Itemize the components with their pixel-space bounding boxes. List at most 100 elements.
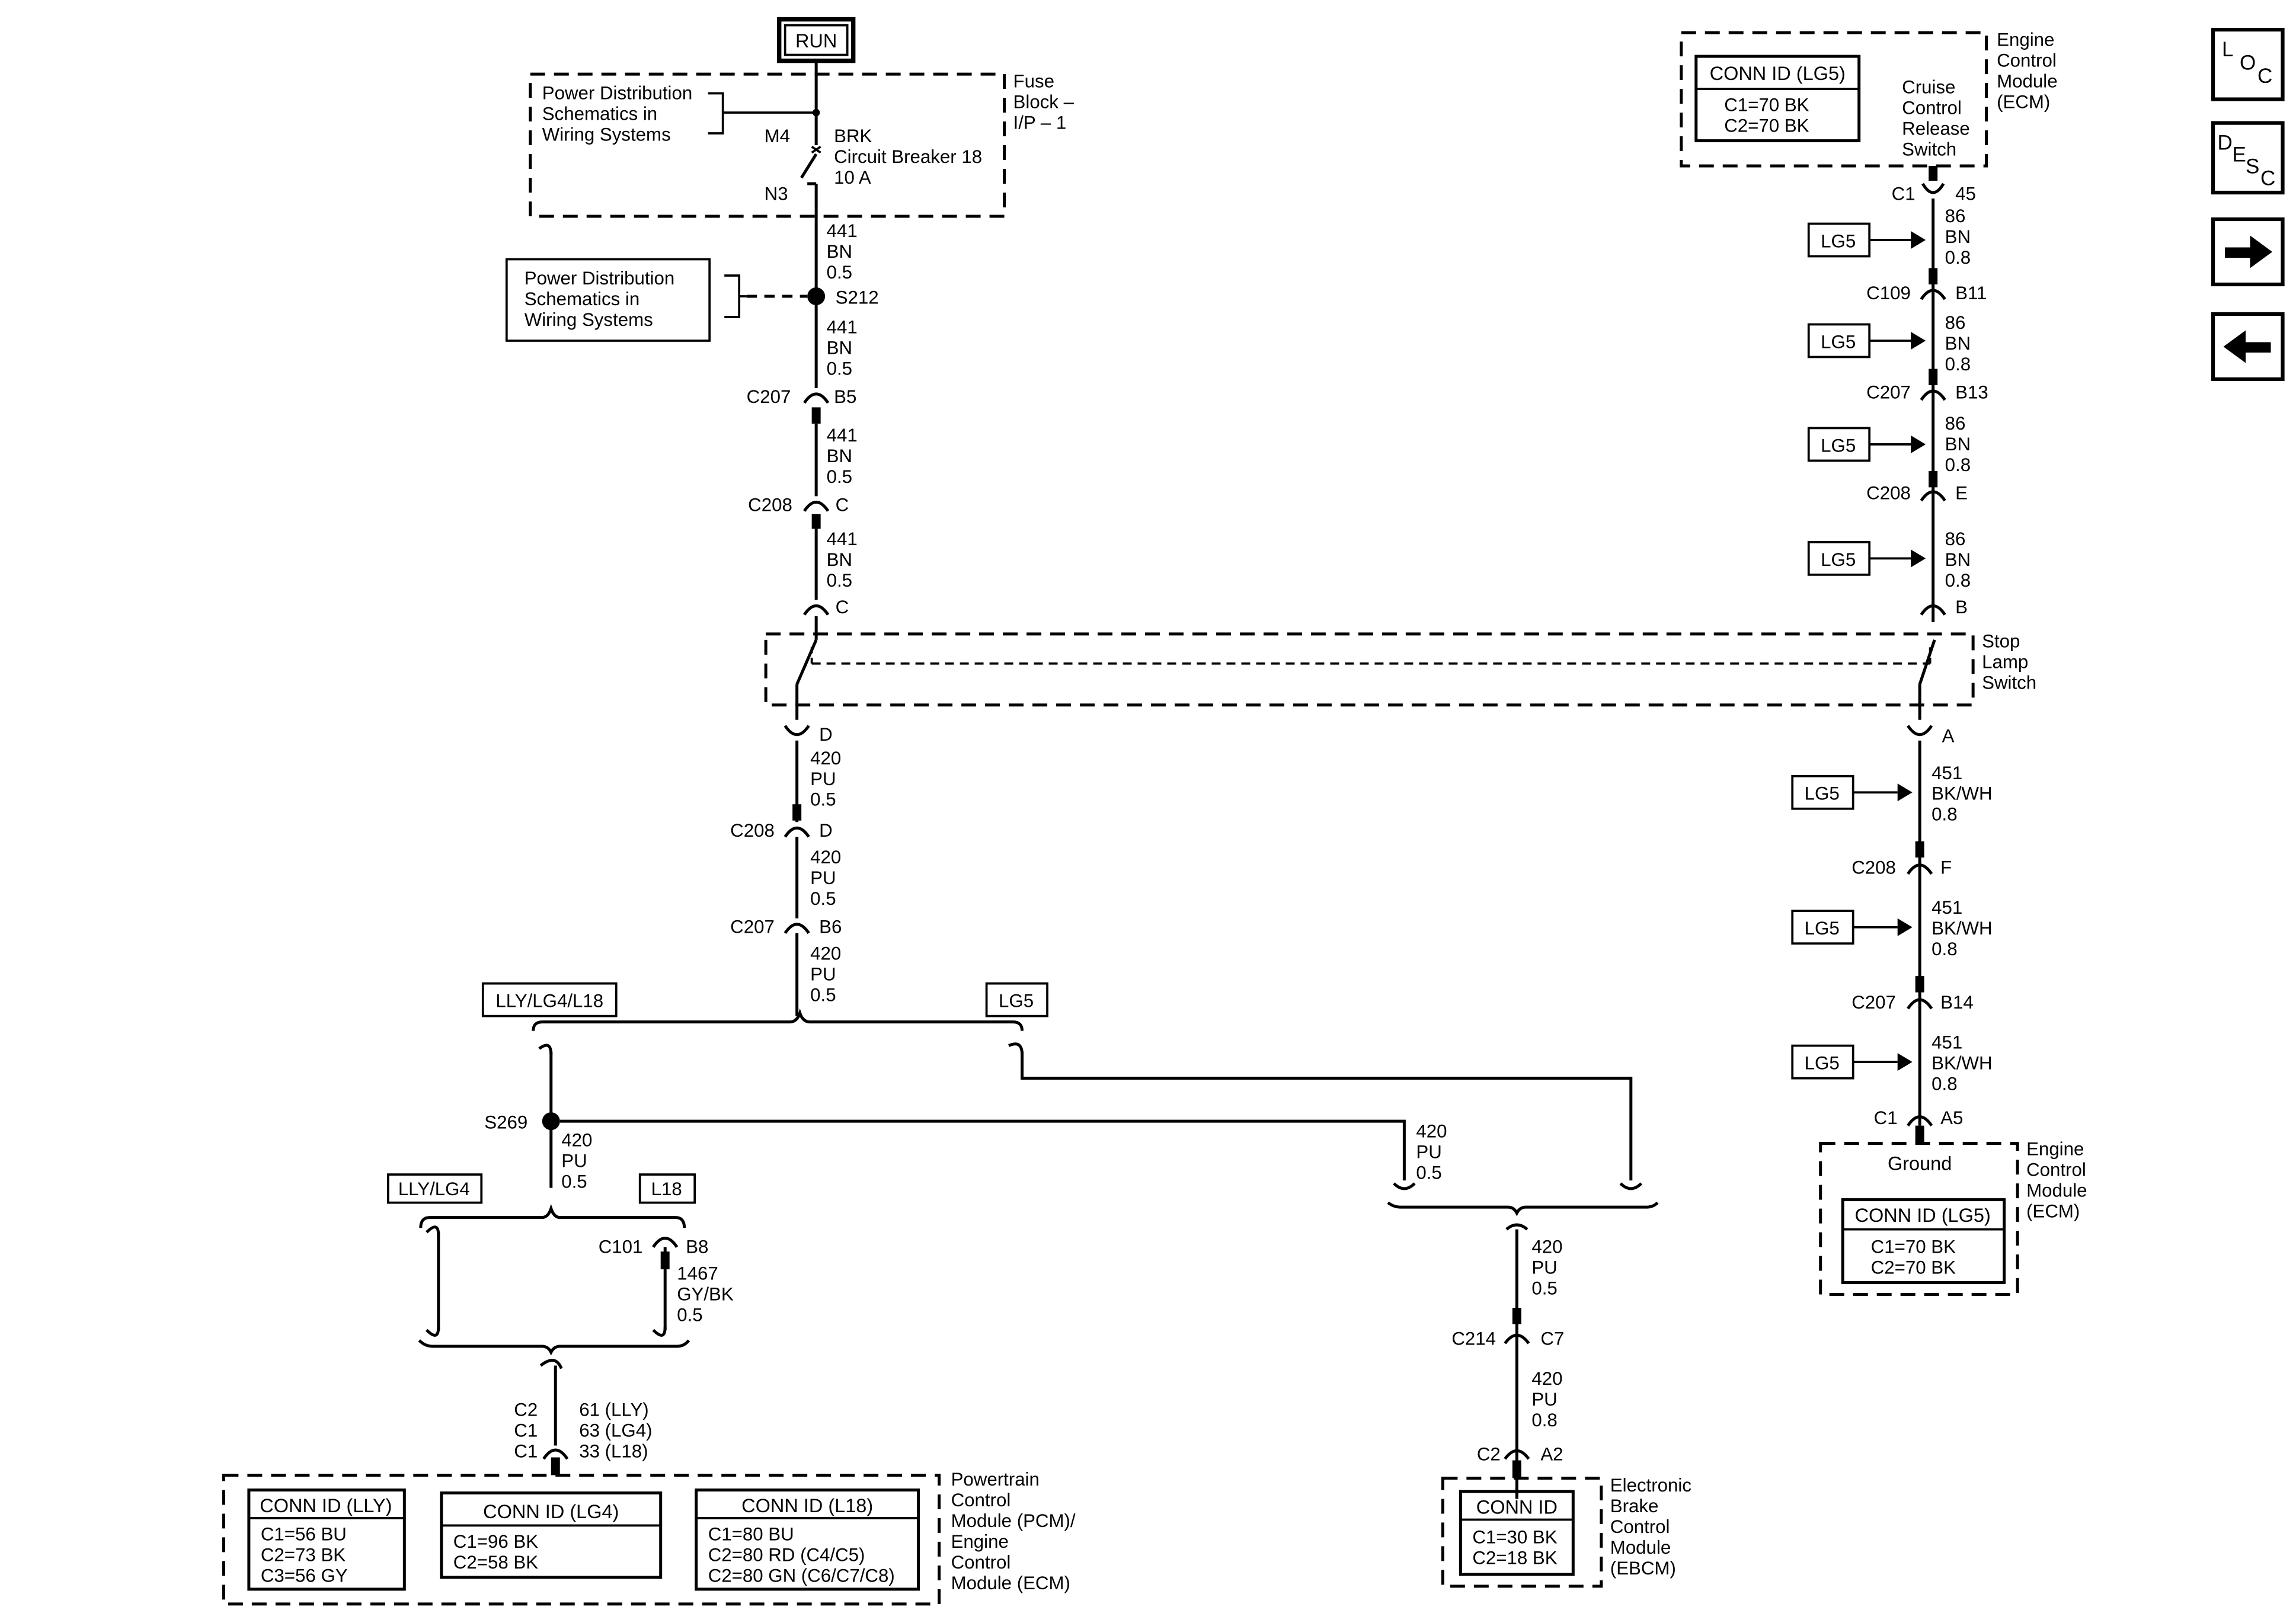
svg-text:C2=80 GN (C6/C7/C8): C2=80 GN (C6/C7/C8) <box>708 1565 895 1586</box>
svg-text:0.5: 0.5 <box>677 1305 702 1326</box>
svg-text:Control: Control <box>951 1490 1011 1510</box>
svg-text:C1=30 BK: C1=30 BK <box>1472 1526 1557 1547</box>
svg-text:Module (PCM)/: Module (PCM)/ <box>951 1510 1076 1531</box>
cruise-release-label: Cruise Control Release Switch <box>1902 77 1970 160</box>
svg-text:LG5: LG5 <box>1821 331 1856 352</box>
ecm-bottom-module-label: Engine Control Module (ECM) <box>2026 1139 2087 1222</box>
svg-text:C1=70 BK: C1=70 BK <box>1871 1237 1956 1257</box>
svg-text:BN: BN <box>827 446 852 466</box>
wire-420-s269: 420 PU 0.5 <box>561 1130 592 1192</box>
conn-id-lly: CONN ID (LLY) C1=56 BU C2=73 BK C3=56 GY <box>247 1488 406 1591</box>
connector-c208-d: C208 D <box>730 820 833 841</box>
svg-text:420: 420 <box>1416 1121 1447 1142</box>
svg-text:LG5: LG5 <box>1821 549 1856 570</box>
svg-text:0.5: 0.5 <box>1531 1278 1557 1299</box>
ecm-top-module: CONN ID (LG5) C1=70 BK C2=70 BK Cruise C… <box>1680 30 2058 168</box>
svg-text:0.8: 0.8 <box>1945 454 1971 475</box>
svg-text:Wiring Systems: Wiring Systems <box>525 309 653 330</box>
wire-420-ebcm-a: 420 PU 0.5 <box>1531 1237 1562 1299</box>
svg-text:C1=56 BU: C1=56 BU <box>261 1523 347 1544</box>
svg-text:C2=70 BK: C2=70 BK <box>1871 1257 1956 1278</box>
svg-text:PU: PU <box>561 1151 587 1172</box>
svg-text:C2=18 BK: C2=18 BK <box>1472 1547 1557 1568</box>
svg-text:CONN ID (LG5): CONN ID (LG5) <box>1855 1205 1991 1226</box>
svg-text:Control: Control <box>1902 98 1962 119</box>
lg5-tags-upper: LG5 LG5 LG5 LG5 <box>1807 222 1926 576</box>
svg-text:PU: PU <box>810 868 836 888</box>
svg-text:PU: PU <box>1531 1257 1557 1278</box>
svg-text:Control: Control <box>1997 50 2057 71</box>
wire-420-b: 420 PU 0.5 <box>810 847 841 909</box>
circuit-breaker-18: BRK Circuit Breaker 18 10 A <box>800 113 982 217</box>
svg-text:0.5: 0.5 <box>827 262 852 283</box>
svg-text:C207: C207 <box>730 917 775 937</box>
svg-text:PU: PU <box>810 964 836 985</box>
svg-text:GY/BK: GY/BK <box>677 1284 734 1305</box>
splice-s212-label: S212 <box>836 287 879 308</box>
lg5-tags-lower: LG5 LG5 LG5 <box>1791 774 1913 1080</box>
svg-text:Powertrain: Powertrain <box>951 1469 1040 1490</box>
option-lly-lg4: LLY/LG4 <box>398 1179 470 1199</box>
svg-text:420: 420 <box>1531 1237 1562 1257</box>
prev-button[interactable] <box>2211 312 2285 382</box>
svg-text:F: F <box>1940 857 1952 878</box>
svg-text:Lamp: Lamp <box>1982 651 2028 672</box>
svg-text:BN: BN <box>1945 549 1971 570</box>
svg-text:CONN ID: CONN ID <box>1476 1496 1558 1518</box>
conn-id-l18: CONN ID (L18) C1=80 BU C2=80 RD (C4/C5) … <box>695 1488 920 1591</box>
option-branch-lower: LLY/LG4 L18 <box>386 1173 696 1337</box>
stop-lamp-switch-label: Stop Lamp Switch <box>1982 630 2036 693</box>
ground-label: Ground <box>1888 1153 1952 1174</box>
option-lly-lg4-l18: LLY/LG4/L18 <box>495 991 603 1012</box>
svg-text:C1=70 BK: C1=70 BK <box>1724 95 1809 116</box>
svg-text:PU: PU <box>810 769 836 789</box>
svg-text:C1: C1 <box>514 1441 538 1461</box>
svg-text:B14: B14 <box>1940 992 1974 1013</box>
svg-text:C7: C7 <box>1540 1329 1564 1349</box>
next-button[interactable] <box>2211 217 2285 287</box>
loc-button[interactable]: L O C <box>2211 27 2285 101</box>
svg-text:BN: BN <box>827 337 852 358</box>
ebcm-module: CONN ID C1=30 BK C2=18 BK Electronic Bra… <box>1441 1475 1691 1588</box>
wire-420-ebcm-b: 420 PU 0.8 <box>1531 1368 1562 1430</box>
svg-text:BRK: BRK <box>834 126 872 146</box>
svg-text:0.8: 0.8 <box>1945 354 1971 375</box>
terminal-m4: M4 <box>765 126 790 146</box>
pcm-ecm-module: CONN ID (LLY) C1=56 BU C2=73 BK C3=56 GY… <box>222 1469 1076 1606</box>
svg-text:C207: C207 <box>747 386 791 407</box>
switch-pin-a: A <box>1942 725 1955 746</box>
wire-441-mid: 441 BN 0.5 <box>827 316 858 379</box>
connector-c208-c: C208 C <box>748 494 849 529</box>
svg-text:C2=70 BK: C2=70 BK <box>1724 116 1809 136</box>
connector-c207-b6: C207 B6 <box>730 917 842 937</box>
svg-text:C3=56 GY: C3=56 GY <box>261 1565 348 1586</box>
svg-text:Fuse: Fuse <box>1013 71 1054 92</box>
svg-text:E: E <box>2233 143 2246 167</box>
desc-button[interactable]: D E S C <box>2211 121 2285 195</box>
connector-c1-top: C1 <box>1892 184 1916 204</box>
svg-text:441: 441 <box>827 220 858 241</box>
svg-text:C2=73 BK: C2=73 BK <box>261 1544 346 1565</box>
wire-441-bottom: 441 BN 0.5 <box>827 529 858 591</box>
ebcm-module-label: Electronic Brake Control Module (EBCM) <box>1610 1475 1691 1579</box>
switch-pin-d: D <box>819 724 833 745</box>
svg-text:LG5: LG5 <box>1821 435 1856 456</box>
option-lg5: LG5 <box>999 991 1034 1012</box>
ecm-bottom-module: Ground CONN ID (LG5) C1=70 BK C2=70 BK E… <box>1819 1139 2087 1297</box>
svg-text:C: C <box>836 494 849 515</box>
svg-text:D: D <box>819 820 833 841</box>
pcm-ecm-module-label: Powertrain Control Module (PCM)/ Engine … <box>951 1469 1076 1593</box>
connector-c109: C109 <box>1866 283 1911 303</box>
svg-text:Module: Module <box>1997 71 2057 92</box>
wire-420-a: 420 PU 0.5 <box>810 748 841 810</box>
svg-text:451: 451 <box>1932 897 1962 918</box>
svg-text:441: 441 <box>827 316 858 337</box>
svg-text:Engine: Engine <box>951 1531 1009 1552</box>
svg-text:C208: C208 <box>748 494 792 515</box>
svg-text:Release: Release <box>1902 119 1970 139</box>
svg-text:86: 86 <box>1945 206 1966 226</box>
svg-text:C2: C2 <box>514 1399 538 1420</box>
svg-text:Engine: Engine <box>1997 30 2054 50</box>
svg-text:BN: BN <box>1945 434 1971 454</box>
